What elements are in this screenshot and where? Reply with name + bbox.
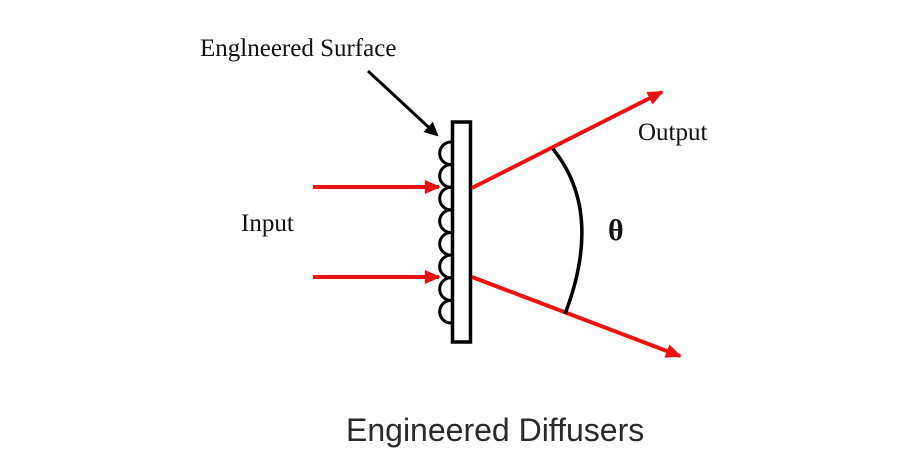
output-ray-lower: [471, 275, 682, 358]
lenslet: [438, 208, 452, 234]
lenslet: [438, 276, 452, 302]
diagram-title: Engineered Diffusers: [346, 412, 644, 448]
output-ray-upper: [471, 90, 664, 190]
engineered-surface-label: Englneered Surface: [200, 35, 396, 62]
lenslet: [438, 253, 452, 280]
theta-symbol: θ: [608, 214, 624, 247]
lenslet: [438, 298, 452, 325]
output-label: Output: [638, 119, 708, 146]
lenslet: [438, 231, 452, 257]
lenslet: [438, 140, 452, 167]
divergence-angle-arc: [551, 147, 584, 315]
lenslet: [438, 185, 452, 212]
diffuser-plate: [450, 120, 473, 344]
surface-pointer-arrow: [366, 69, 439, 137]
lenslet: [438, 163, 452, 189]
lenslet-array: [438, 140, 452, 325]
input-label: Input: [241, 210, 294, 237]
